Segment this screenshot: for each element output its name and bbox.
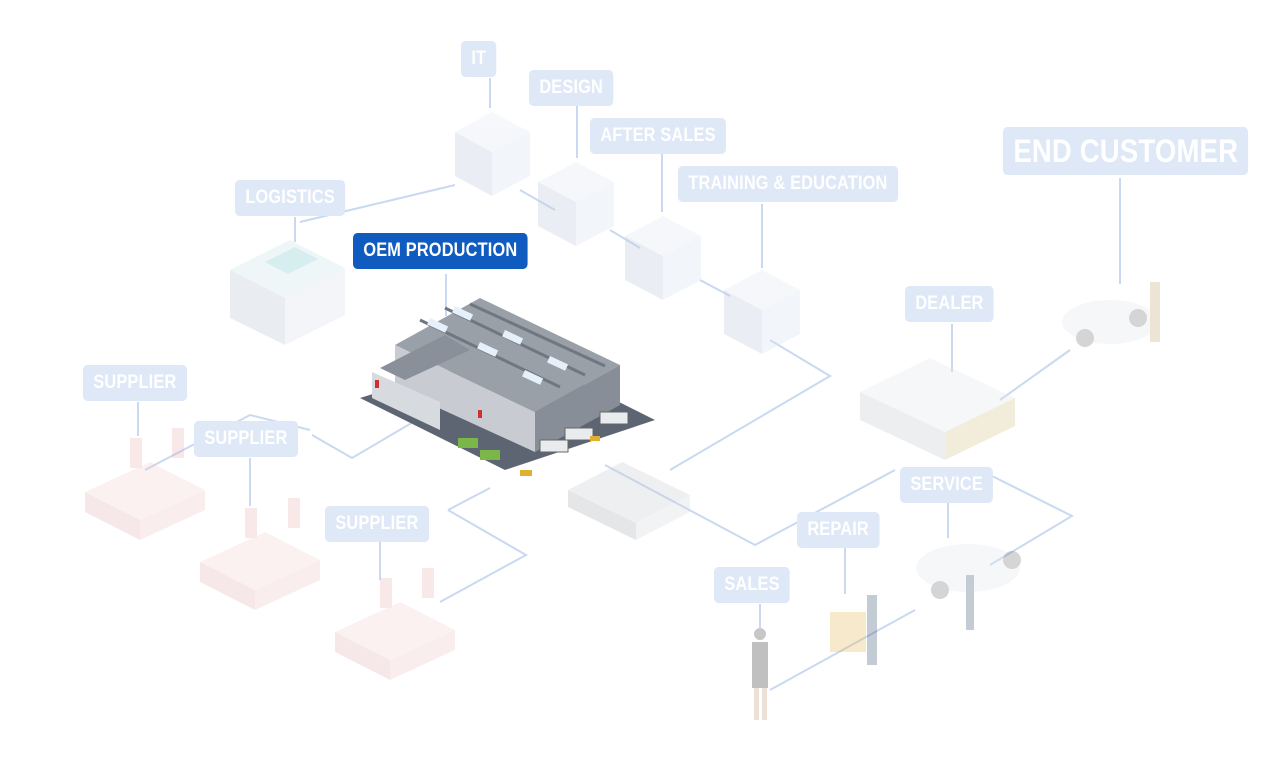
dealer-building [860,358,1015,460]
label-supplier-3: SUPPLIER [325,506,429,542]
delivery-truck [568,462,690,540]
label-after-sales: AFTER SALES [590,118,727,154]
logistics-warehouse [230,240,345,345]
label-supplier-1: SUPPLIER [83,365,187,401]
label-oem-production: OEM PRODUCTION [353,233,528,269]
it-building [455,112,530,196]
label-supplier-2: SUPPLIER [194,421,298,457]
label-it: IT [461,41,497,77]
label-end-customer: END CUSTOMER [1003,127,1249,175]
label-repair: REPAIR [797,512,880,548]
label-logistics: LOGISTICS [235,180,346,216]
after-sales-building [625,216,701,300]
label-training-education: TRAINING & EDUCATION [678,166,898,202]
end-customer-car [1062,282,1160,347]
repair-station [830,595,877,665]
sales-person [752,628,768,720]
label-service: SERVICE [900,467,994,503]
label-design: DESIGN [529,70,614,106]
oem-factory [360,298,655,476]
connector-lines [137,78,1121,691]
label-dealer: DEALER [905,286,994,322]
training-building [724,270,800,354]
supplier-factory-3 [335,568,455,680]
supplier-factory-1 [85,428,205,540]
design-building [538,162,614,246]
service-car [916,544,1021,630]
label-sales: SALES [714,567,790,603]
supplier-factory-2 [200,498,320,610]
